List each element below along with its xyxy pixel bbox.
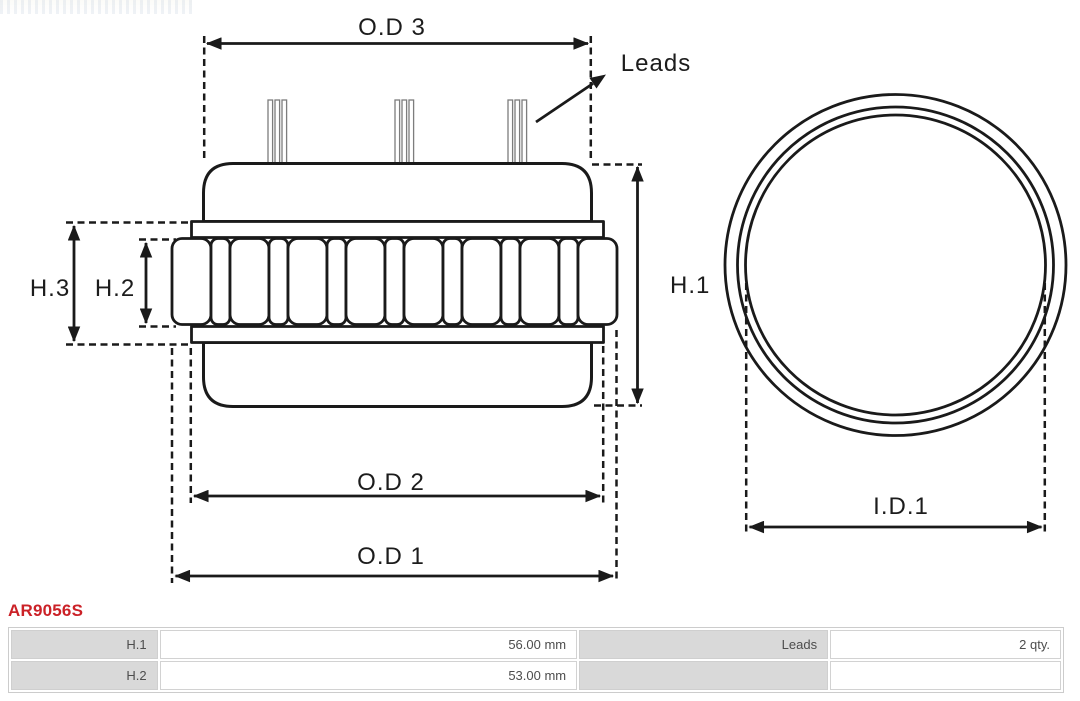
lamination-band-bottom <box>190 325 605 344</box>
od3-label: O.D 3 <box>358 14 426 41</box>
h1-label: H.1 <box>670 272 710 299</box>
od1-dimension: O.D 1 <box>170 330 618 583</box>
part-number: AR9056S <box>8 601 84 620</box>
inner-ring <box>744 113 1047 417</box>
spec-param-leads: Leads <box>579 630 829 659</box>
outer-ring <box>723 93 1068 437</box>
coil-end-top <box>202 162 593 223</box>
side-view <box>170 99 619 408</box>
spec-param-empty <box>579 661 829 690</box>
id1-label: I.D.1 <box>873 493 929 520</box>
h3-label: H.3 <box>30 275 70 302</box>
od2-dimension: O.D 2 <box>189 346 605 503</box>
spec-value-empty <box>830 661 1061 690</box>
spec-value-h1: 56.00 mm <box>159 630 578 659</box>
spec-value-leads: 2 qty. <box>830 630 1061 659</box>
lamination-band-top <box>190 220 605 239</box>
stator-teeth <box>170 237 619 326</box>
h2-dimension: H.2 <box>95 238 176 328</box>
h2-label: H.2 <box>95 275 135 302</box>
spec-param-h1: H.1 <box>11 630 158 659</box>
h3-dimension: H.3 <box>30 221 191 346</box>
leads-label: Leads <box>621 50 691 77</box>
spec-row: H.2 53.00 mm <box>11 661 1061 690</box>
h1-dimension: H.1 <box>592 163 710 407</box>
coil-end-bottom <box>202 341 593 408</box>
od1-label: O.D 1 <box>357 543 425 570</box>
stator-technical-drawing: O.D 3 Leads H.1 H.3 H.2 <box>30 14 1068 583</box>
leads-arrowhead <box>589 74 606 89</box>
scan-artifact <box>0 0 192 14</box>
od2-label: O.D 2 <box>357 469 425 496</box>
lead-wires-icon <box>267 99 528 164</box>
leads-callout: Leads <box>535 50 691 124</box>
spec-table: H.1 56.00 mm Leads 2 qty. H.2 53.00 mm <box>8 627 1064 693</box>
front-view <box>723 93 1068 437</box>
id1-dimension: I.D.1 <box>744 283 1047 534</box>
spec-row: H.1 56.00 mm Leads 2 qty. <box>11 630 1061 659</box>
od3-dimension: O.D 3 <box>202 14 593 160</box>
middle-ring <box>736 105 1055 425</box>
spec-value-h2: 53.00 mm <box>159 661 578 690</box>
spec-param-h2: H.2 <box>11 661 158 690</box>
